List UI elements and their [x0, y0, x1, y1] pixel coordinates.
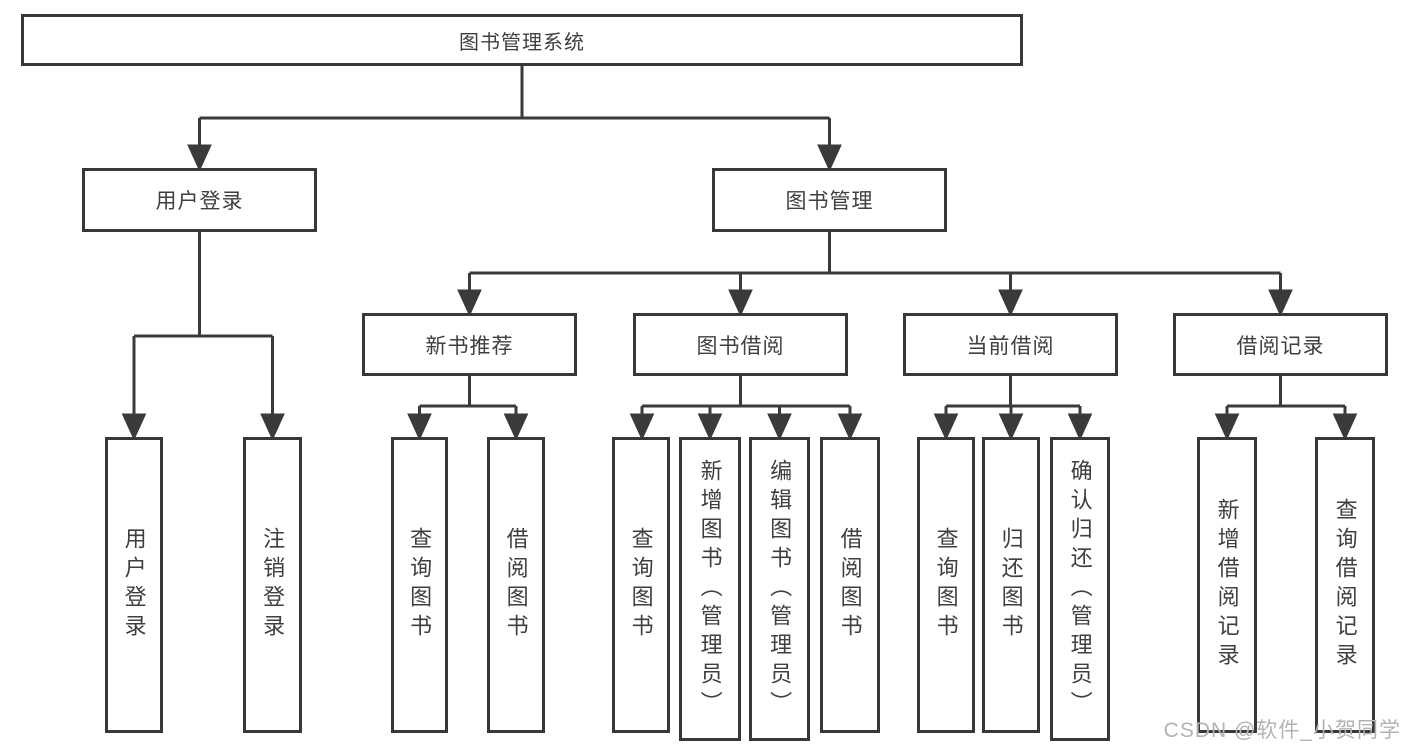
leaf-confirm-return-admin: 确认归还（管理员） — [1050, 437, 1110, 741]
leaf-query-borrow-record-label: 查询借阅记录 — [1332, 498, 1358, 672]
leaf-add-borrow-record-label: 新增借阅记录 — [1214, 498, 1240, 672]
leaf-query-books-recommend-label: 查询图书 — [407, 527, 433, 643]
leaf-add-borrow-record: 新增借阅记录 — [1197, 437, 1257, 733]
leaf-query-books-borrow-label: 查询图书 — [628, 527, 654, 643]
leaf-borrow-books-label: 借阅图书 — [837, 527, 863, 643]
leaf-user-login-label: 用户登录 — [121, 527, 147, 643]
node-book-management: 图书管理 — [712, 168, 947, 232]
leaf-query-books-borrow: 查询图书 — [612, 437, 670, 733]
node-system-root-label: 图书管理系统 — [459, 31, 585, 54]
node-borrow-records-label: 借阅记录 — [1236, 334, 1325, 358]
leaf-add-books-admin-label: 新增图书（管理员） — [697, 458, 723, 720]
node-user-login: 用户登录 — [82, 168, 317, 232]
leaf-query-books-current: 查询图书 — [917, 437, 975, 733]
leaf-query-borrow-record: 查询借阅记录 — [1315, 437, 1375, 733]
node-book-borrow-label: 图书借阅 — [696, 334, 785, 358]
node-book-borrow: 图书借阅 — [633, 313, 848, 376]
node-new-book-recommend-label: 新书推荐 — [425, 334, 514, 358]
leaf-return-books: 归还图书 — [982, 437, 1040, 733]
leaf-borrow-books-recommend: 借阅图书 — [487, 437, 545, 733]
leaf-query-books-recommend: 查询图书 — [391, 437, 448, 733]
node-current-borrow: 当前借阅 — [903, 313, 1118, 376]
leaf-borrow-books-recommend-label: 借阅图书 — [503, 527, 529, 643]
node-user-login-label: 用户登录 — [155, 190, 244, 213]
leaf-edit-books-admin-label: 编辑图书（管理员） — [767, 458, 793, 720]
leaf-logout: 注销登录 — [243, 437, 302, 733]
leaf-confirm-return-admin-label: 确认归还（管理员） — [1067, 458, 1093, 720]
leaf-query-books-current-label: 查询图书 — [933, 527, 959, 643]
leaf-add-books-admin: 新增图书（管理员） — [679, 437, 741, 741]
csdn-watermark: CSDN @软件_小贺同学 — [1163, 719, 1401, 742]
leaf-user-login: 用户登录 — [105, 437, 163, 733]
node-current-borrow-label: 当前借阅 — [966, 334, 1055, 358]
node-new-book-recommend: 新书推荐 — [362, 313, 577, 376]
node-book-management-label: 图书管理 — [785, 190, 874, 213]
leaf-borrow-books: 借阅图书 — [820, 437, 880, 733]
leaf-logout-label: 注销登录 — [260, 527, 286, 643]
node-system-root: 图书管理系统 — [21, 14, 1023, 66]
leaf-edit-books-admin: 编辑图书（管理员） — [749, 437, 810, 741]
leaf-return-books-label: 归还图书 — [998, 527, 1024, 643]
node-borrow-records: 借阅记录 — [1173, 313, 1388, 376]
